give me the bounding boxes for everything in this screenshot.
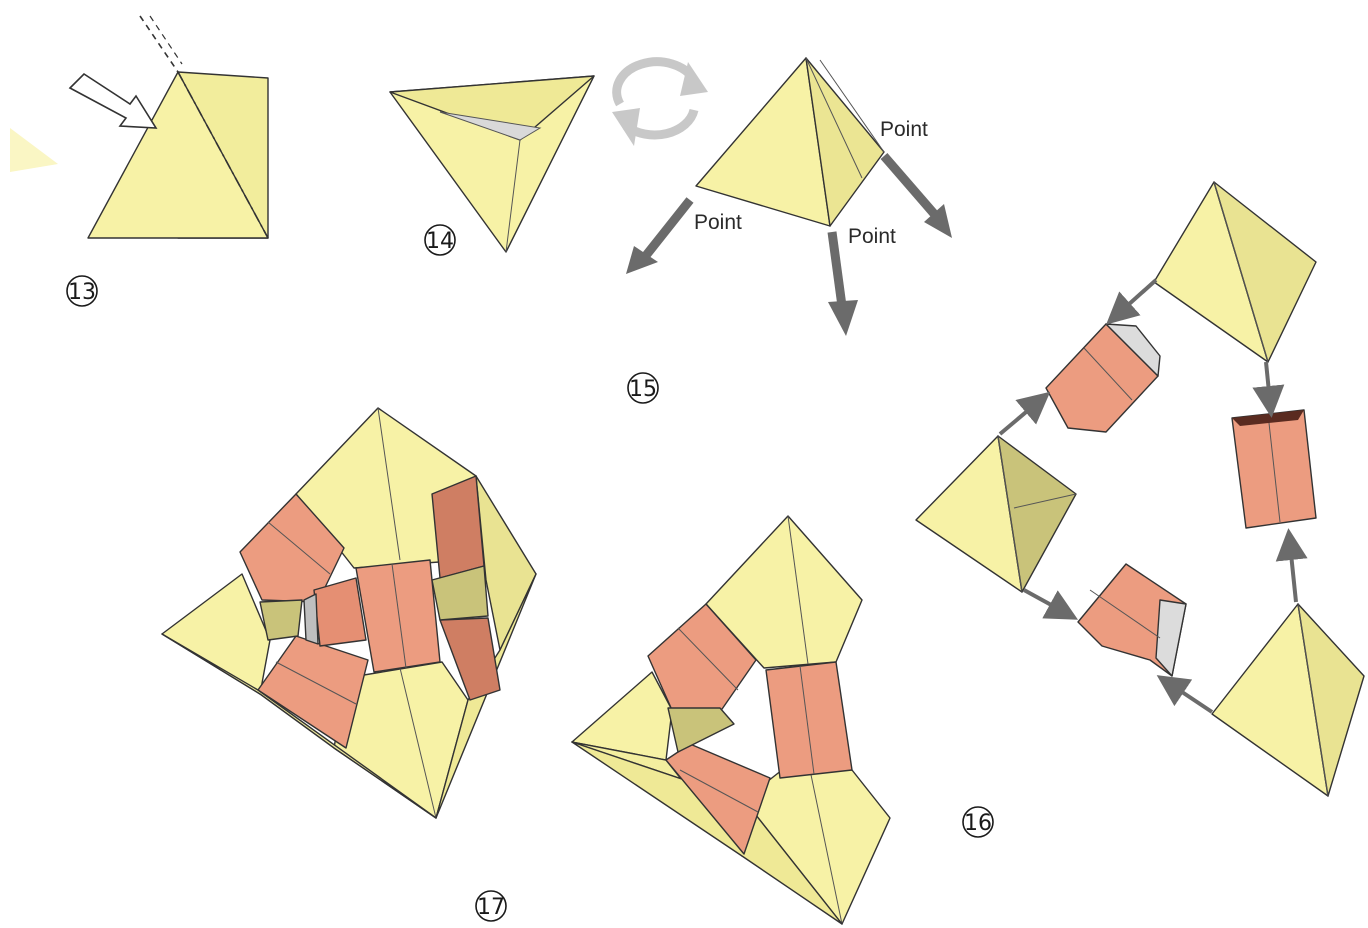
rotate-icon [612,62,708,146]
svg-text:17: 17 [477,895,505,920]
point-label-bottom: Point [848,225,896,248]
svg-text:14: 14 [426,229,454,254]
step-17-number: 17 [476,891,506,921]
step-17-medium-figure [572,516,890,924]
step-15-number: 15 [628,373,658,403]
corner-fragment [10,128,58,172]
tube-upper-left [1046,324,1160,432]
step-17-large-figure [162,408,536,818]
step-14-number: 14 [425,225,455,255]
step-16-number: 16 [963,807,993,837]
step-14-figure [390,76,594,252]
point-arrow-left [626,200,690,274]
step-15-figure [696,58,884,226]
point-label-left: Point [694,211,742,234]
point-label-right: Point [880,118,928,141]
step-13-number: 13 [67,276,97,306]
step-13-figure [70,16,268,238]
tube-right [1232,410,1316,528]
tube-lower [1078,564,1186,676]
svg-text:15: 15 [629,377,657,402]
step-16-figure [916,182,1364,796]
svg-text:13: 13 [68,280,96,305]
push-arrow-icon [70,74,156,128]
svg-text:16: 16 [964,811,992,836]
